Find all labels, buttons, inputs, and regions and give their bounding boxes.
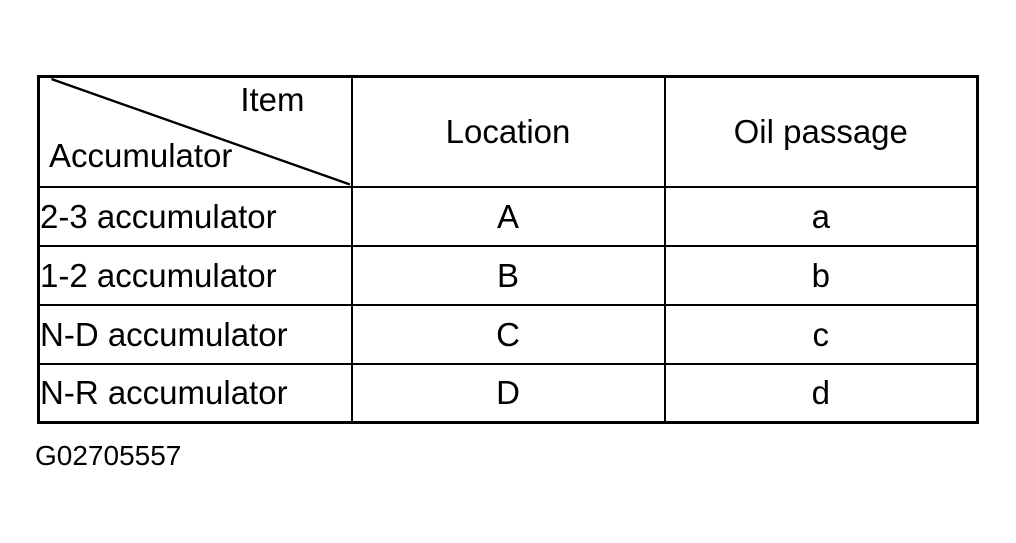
table-row: N-D accumulator C c xyxy=(37,303,979,365)
figure-id: G02705557 xyxy=(35,440,182,471)
item-cell: N-D accumulator xyxy=(37,303,353,365)
corner-header-cell: Item Accumulator xyxy=(37,75,353,188)
oil-passage-cell: d xyxy=(663,362,979,424)
column-header-oil-passage: Oil passage xyxy=(663,75,979,188)
table-header-row: Item Accumulator Location Oil passage xyxy=(37,75,979,188)
accumulator-location-table: Item Accumulator Location Oil passage 2-… xyxy=(37,75,979,424)
location-cell: A xyxy=(350,185,666,247)
diagonal-divider-line xyxy=(51,79,350,185)
oil-passage-cell: a xyxy=(663,185,979,247)
corner-label-accumulator: Accumulator xyxy=(49,136,233,174)
location-cell: C xyxy=(350,303,666,365)
oil-passage-cell: c xyxy=(663,303,979,365)
item-cell: 2-3 accumulator xyxy=(37,185,353,247)
oil-passage-cell: b xyxy=(663,244,979,306)
column-header-location: Location xyxy=(350,75,666,188)
table-row: 2-3 accumulator A a xyxy=(37,185,979,247)
item-cell: N-R accumulator xyxy=(37,362,353,424)
corner-label-item: Item xyxy=(240,81,305,118)
table-row: N-R accumulator D d xyxy=(37,362,979,424)
item-cell: 1-2 accumulator xyxy=(37,244,353,306)
location-cell: B xyxy=(350,244,666,306)
location-cell: D xyxy=(350,362,666,424)
table-row: 1-2 accumulator B b xyxy=(37,244,979,306)
